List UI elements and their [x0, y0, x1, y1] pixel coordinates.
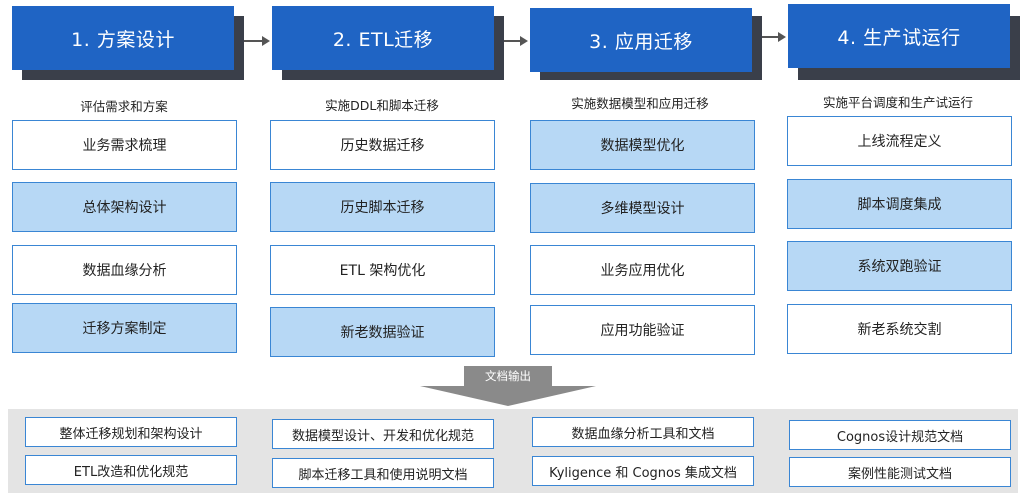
document-item: Cognos设计规范文档 [789, 420, 1011, 450]
task-box: 总体架构设计 [12, 182, 237, 232]
phase-arrow-3-head [778, 32, 786, 42]
phase-arrow-2-line [504, 40, 520, 42]
phase-3-header: 3. 应用迁移 [530, 8, 752, 72]
phase-4-subtitle: 实施平台调度和生产试运行 [822, 95, 973, 110]
task-box: 数据血缘分析 [12, 245, 237, 295]
task-box: 历史数据迁移 [270, 120, 495, 170]
task-box: 迁移方案制定 [12, 303, 237, 353]
document-item: Kyligence 和 Cognos 集成文档 [532, 456, 754, 486]
phase-1-header: 1. 方案设计 [12, 6, 234, 70]
phase-3-subtitle: 实施数据模型和应用迁移 [571, 96, 709, 111]
down-arrow-icon [420, 386, 596, 406]
phase-1-subtitle: 评估需求和方案 [80, 99, 168, 114]
task-box: ETL 架构优化 [270, 245, 495, 295]
phase-4-header: 4. 生产试运行 [788, 4, 1010, 68]
phase-2-subtitle: 实施DDL和脚本迁移 [325, 98, 439, 113]
document-item: ETL改造和优化规范 [25, 455, 237, 485]
task-box: 数据模型优化 [530, 120, 755, 170]
document-item: 案例性能测试文档 [789, 457, 1011, 487]
task-box: 新老数据验证 [270, 307, 495, 357]
phase-2-header: 2. ETL迁移 [272, 6, 494, 70]
document-item: 数据血缘分析工具和文档 [532, 417, 754, 447]
document-output-label: 文档输出 [464, 366, 552, 386]
task-box: 业务应用优化 [530, 245, 755, 295]
document-item: 整体迁移规划和架构设计 [25, 417, 237, 447]
task-box: 新老系统交割 [787, 304, 1012, 354]
task-box: 业务需求梳理 [12, 120, 237, 170]
task-box: 系统双跑验证 [787, 241, 1012, 291]
task-box: 脚本调度集成 [787, 179, 1012, 229]
task-box: 上线流程定义 [787, 116, 1012, 166]
document-output-arrow: 文档输出 [420, 366, 596, 406]
phase-arrow-1-line [244, 40, 262, 42]
task-box: 历史脚本迁移 [270, 182, 495, 232]
task-box: 多维模型设计 [530, 183, 755, 233]
task-box: 应用功能验证 [530, 305, 755, 355]
document-item: 脚本迁移工具和使用说明文档 [272, 458, 494, 488]
document-item: 数据模型设计、开发和优化规范 [272, 419, 494, 449]
phase-arrow-2-head [520, 36, 528, 46]
phase-arrow-1-head [262, 36, 270, 46]
phase-arrow-3-line [762, 36, 778, 38]
